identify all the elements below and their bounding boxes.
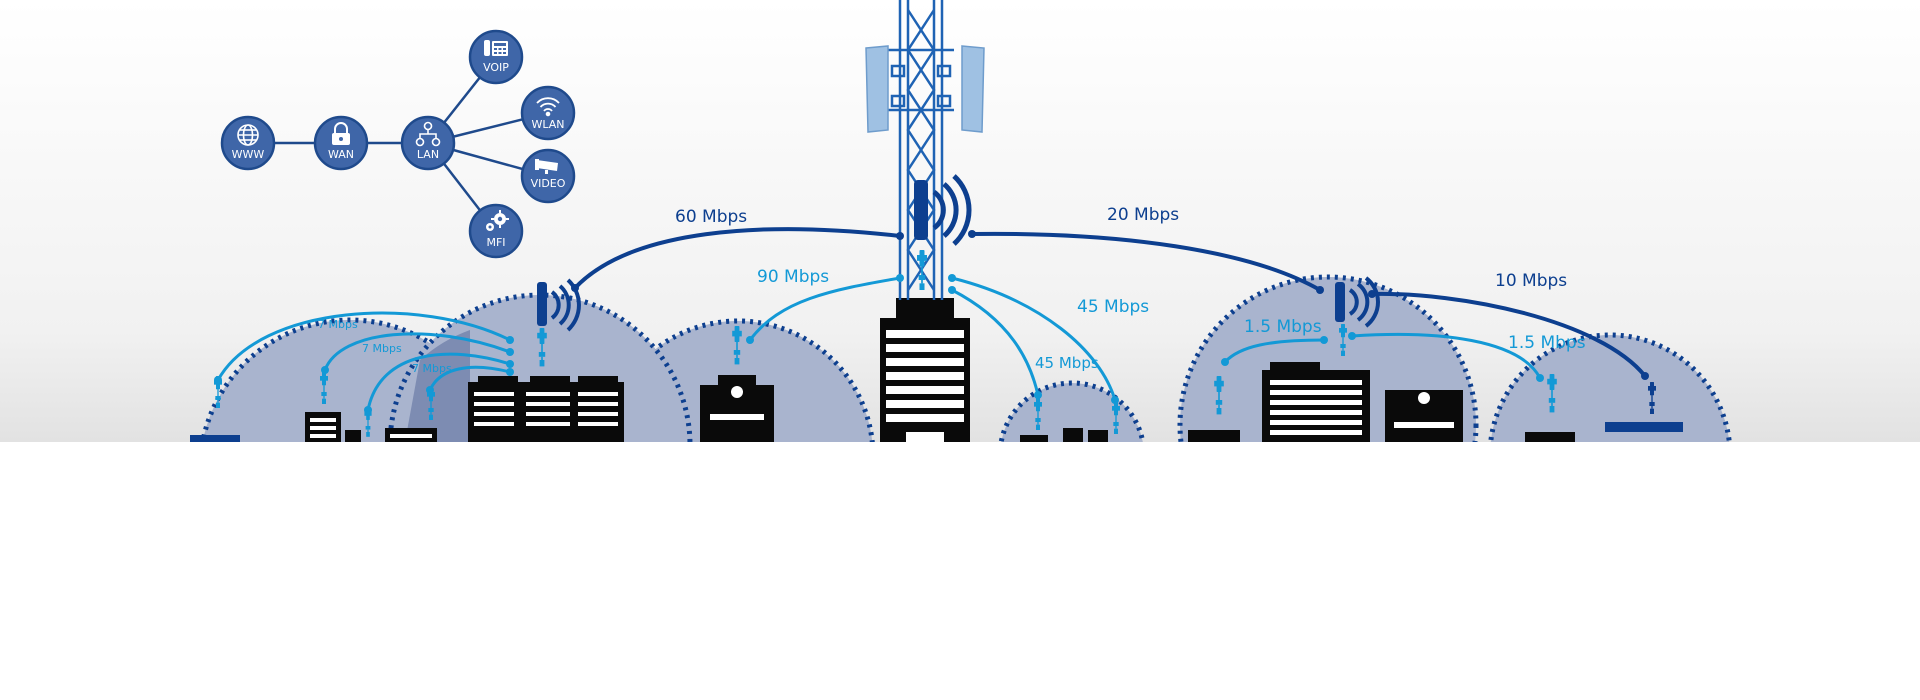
label-tower-left: 60 Mbps bbox=[675, 207, 747, 227]
building-left-hub-roof-a bbox=[478, 376, 518, 384]
phone-icon bbox=[484, 40, 508, 56]
dome-far-right bbox=[1488, 332, 1732, 442]
tower-panel-left bbox=[865, 45, 889, 133]
label-right-hub-far: 10 Mbps bbox=[1495, 271, 1567, 291]
label-tower-right: 20 Mbps bbox=[1107, 205, 1179, 225]
node-wlan[interactable]: WLAN bbox=[520, 85, 576, 141]
node-wan[interactable]: WAN bbox=[313, 115, 369, 171]
link-tower-low-right bbox=[950, 288, 1040, 397]
building-far-right-blocks bbox=[1605, 422, 1683, 432]
building-far-left-blocks bbox=[190, 435, 240, 442]
building-left-hub-roof-b bbox=[530, 376, 570, 384]
link-right-hub-far bbox=[1370, 291, 1647, 378]
node-label-wlan: WLAN bbox=[531, 118, 564, 131]
gears-icon bbox=[486, 210, 509, 231]
dome-overlap-shade bbox=[405, 330, 470, 442]
link-tower-mid-right bbox=[950, 276, 1117, 402]
building-small-center-c bbox=[1088, 430, 1108, 442]
label-tower-mid-left: 90 Mbps bbox=[757, 267, 829, 287]
building-center-left-top bbox=[718, 375, 756, 389]
node-label-www: WWW bbox=[232, 148, 265, 161]
node-video[interactable]: VIDEO bbox=[520, 148, 576, 204]
building-low-left bbox=[345, 430, 361, 442]
label-tower-low-right: 45 Mbps bbox=[1035, 354, 1099, 372]
camera-icon bbox=[535, 159, 558, 174]
building-right-hub-top bbox=[1270, 362, 1320, 372]
globe-icon bbox=[237, 124, 259, 146]
link-left-hub-inner bbox=[366, 352, 512, 412]
label-right-hub-left: 1.5 Mbps bbox=[1244, 317, 1322, 337]
lock-icon bbox=[332, 122, 350, 145]
building-right-corner bbox=[1525, 432, 1575, 442]
label-tower-mid-right: 45 Mbps bbox=[1077, 297, 1149, 317]
dome-small-center bbox=[998, 380, 1146, 442]
tower-panel-right bbox=[961, 45, 985, 133]
building-small-center-a bbox=[1020, 435, 1048, 442]
link-tower-left bbox=[573, 227, 902, 290]
building-right-far-left bbox=[1188, 430, 1240, 442]
network-topology: WWW WAN LAN bbox=[220, 29, 576, 259]
node-label-mfi: MFI bbox=[486, 236, 505, 249]
node-label-wan: WAN bbox=[328, 148, 354, 161]
link-right-hub-left bbox=[1223, 338, 1326, 364]
link-tower-mid-left bbox=[748, 276, 902, 342]
node-label-lan: LAN bbox=[417, 148, 439, 161]
network-icon bbox=[415, 121, 441, 147]
link-labels: 60 Mbps 20 Mbps 90 Mbps 45 Mbps 45 Mbps … bbox=[318, 205, 1586, 375]
node-label-video: VIDEO bbox=[531, 177, 566, 190]
building-left-hub-roof-c bbox=[578, 376, 618, 384]
node-voip[interactable]: VOIP bbox=[468, 29, 524, 85]
tower bbox=[888, 0, 954, 300]
links bbox=[216, 227, 1647, 412]
node-www[interactable]: WWW bbox=[220, 115, 276, 171]
building-small-center-b bbox=[1063, 428, 1083, 442]
label-right-hub-right: 1.5 Mbps bbox=[1508, 333, 1586, 353]
node-label-voip: VOIP bbox=[483, 61, 509, 74]
link-left-hub-outer bbox=[216, 311, 512, 382]
label-left-hub-middle: 7 Mbps bbox=[362, 342, 402, 355]
left-hub-antenna bbox=[537, 278, 581, 367]
link-tower-right bbox=[970, 231, 1322, 292]
wifi-icon bbox=[536, 97, 560, 117]
label-left-hub-inner: 7 Mbps bbox=[412, 362, 452, 375]
link-left-hub-middle bbox=[323, 332, 512, 372]
windows bbox=[310, 330, 1454, 442]
node-lan[interactable]: LAN bbox=[400, 115, 456, 171]
building-tower-roof bbox=[896, 298, 954, 320]
link-right-hub-right bbox=[1350, 332, 1542, 380]
node-mfi[interactable]: MFI bbox=[468, 203, 524, 259]
right-hub-antenna bbox=[1335, 276, 1380, 356]
tower-main-antenna bbox=[914, 174, 972, 290]
link-left-hub-innermost bbox=[428, 365, 512, 392]
label-left-hub-outer: 7 Mbps bbox=[318, 318, 358, 331]
